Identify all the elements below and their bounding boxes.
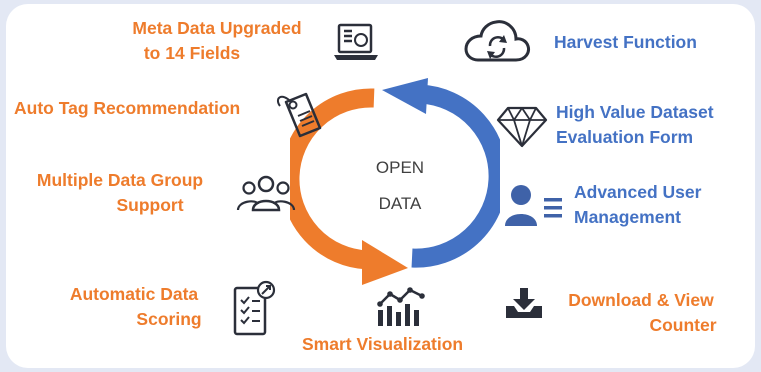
- feature-user-mgmt-line2: Management: [574, 207, 681, 227]
- feature-visualization: Smart Visualization: [302, 334, 464, 354]
- center-label-data: DATA: [378, 194, 422, 213]
- feature-download: Download & View Counter: [556, 288, 726, 338]
- feature-high-value-line1: High Value Dataset: [556, 102, 714, 122]
- feature-metadata: Meta Data Upgraded to 14 Fields: [112, 16, 322, 66]
- feature-download-line2: Counter: [649, 315, 717, 335]
- bar-chart-icon: [377, 287, 425, 326]
- user-list-icon: [505, 185, 562, 226]
- feature-user-mgmt: Advanced User Management: [574, 180, 701, 230]
- background-card: [6, 4, 755, 368]
- feature-scoring: Automatic Data Scoring: [58, 282, 210, 332]
- feature-metadata-line1: Meta Data Upgraded: [132, 18, 302, 38]
- center-label-open: OPEN: [375, 158, 425, 177]
- feature-harvest: Harvest Function: [554, 32, 697, 52]
- feature-data-group-line1: Multiple Data Group: [36, 170, 204, 190]
- user-group-icon: [236, 175, 296, 212]
- code-laptop-icon: [334, 23, 378, 60]
- feature-high-value-line2: Evaluation Form: [556, 127, 694, 147]
- checklist-icon: [233, 280, 276, 336]
- download-tray-icon: [506, 288, 542, 318]
- cycle-arrows: [290, 78, 500, 285]
- feature-auto-tag: Auto Tag Recommendation: [14, 98, 241, 118]
- feature-scoring-line1: Automatic Data: [69, 284, 199, 304]
- feature-user-mgmt-line1: Advanced User: [574, 182, 702, 202]
- price-tag-icon: [276, 92, 322, 138]
- diamond-icon: [496, 106, 548, 148]
- feature-data-group-line2: Support: [116, 195, 184, 215]
- orange-cycle-arrow: [290, 88, 375, 270]
- feature-download-line1: Download & View: [568, 290, 714, 310]
- orange-arrow-head: [362, 240, 408, 285]
- feature-high-value: High Value Dataset Evaluation Form: [556, 100, 714, 150]
- feature-scoring-line2: Scoring: [136, 309, 202, 329]
- blue-cycle-arrow: [411, 84, 500, 268]
- blue-arrow-head: [382, 78, 428, 114]
- feature-data-group: Multiple Data Group Support: [14, 168, 226, 218]
- feature-metadata-line2: to 14 Fields: [143, 43, 241, 63]
- cloud-sync-icon: [464, 20, 530, 62]
